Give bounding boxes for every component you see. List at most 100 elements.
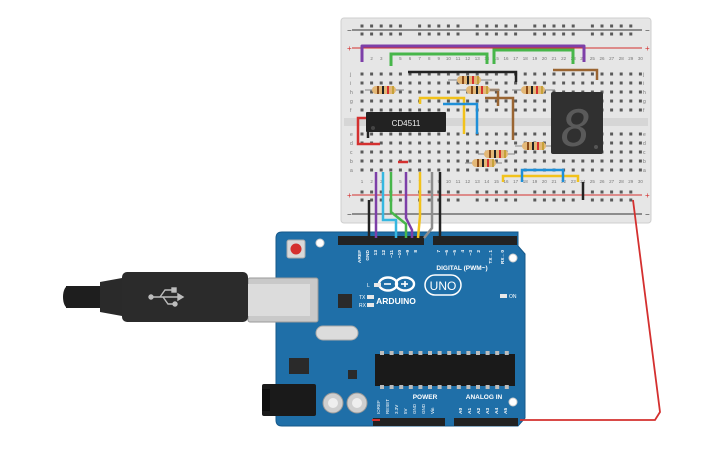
rail-hole[interactable] xyxy=(600,32,604,36)
rail-hole[interactable] xyxy=(398,198,402,202)
breadboard-hole[interactable] xyxy=(466,99,470,103)
breadboard-hole[interactable] xyxy=(427,141,431,145)
breadboard-hole[interactable] xyxy=(514,132,518,136)
breadboard-hole[interactable] xyxy=(379,141,383,145)
breadboard-hole[interactable] xyxy=(629,168,633,172)
breadboard-hole[interactable] xyxy=(610,99,614,103)
breadboard-hole[interactable] xyxy=(485,132,489,136)
rail-hole[interactable] xyxy=(360,24,364,28)
breadboard-hole[interactable] xyxy=(494,90,498,94)
rail-hole[interactable] xyxy=(504,198,508,202)
rail-hole[interactable] xyxy=(446,32,450,36)
rail-hole[interactable] xyxy=(446,24,450,28)
breadboard-hole[interactable] xyxy=(485,168,489,172)
breadboard-hole[interactable] xyxy=(629,132,633,136)
rail-hole[interactable] xyxy=(590,198,594,202)
rail-hole[interactable] xyxy=(427,198,431,202)
breadboard-hole[interactable] xyxy=(427,90,431,94)
breadboard-hole[interactable] xyxy=(466,141,470,145)
breadboard-hole[interactable] xyxy=(610,108,614,112)
rail-hole[interactable] xyxy=(485,32,489,36)
breadboard-hole[interactable] xyxy=(581,168,585,172)
breadboard-hole[interactable] xyxy=(581,72,585,76)
breadboard-hole[interactable] xyxy=(437,90,441,94)
wire-green-right[interactable] xyxy=(492,48,575,64)
rail-hole[interactable] xyxy=(437,24,441,28)
breadboard-hole[interactable] xyxy=(408,108,412,112)
breadboard-hole[interactable] xyxy=(370,168,374,172)
rail-hole[interactable] xyxy=(552,24,556,28)
breadboard-hole[interactable] xyxy=(466,72,470,76)
digital-header-left[interactable] xyxy=(338,236,424,245)
wire-gray-to-arduino[interactable] xyxy=(423,172,434,239)
breadboard-hole[interactable] xyxy=(446,99,450,103)
breadboard-hole[interactable] xyxy=(398,99,402,103)
wire-yellow-to-arduino[interactable] xyxy=(416,172,422,239)
breadboard-hole[interactable] xyxy=(610,168,614,172)
breadboard-hole[interactable] xyxy=(475,72,479,76)
breadboard-hole[interactable] xyxy=(360,168,364,172)
breadboard-hole[interactable] xyxy=(418,108,422,112)
breadboard-hole[interactable] xyxy=(475,141,479,145)
rail-hole[interactable] xyxy=(446,198,450,202)
wire-black-top[interactable] xyxy=(408,70,518,82)
rail-hole[interactable] xyxy=(590,24,594,28)
breadboard-hole[interactable] xyxy=(533,81,537,85)
breadboard-hole[interactable] xyxy=(562,159,566,163)
rail-hole[interactable] xyxy=(456,198,460,202)
breadboard-hole[interactable] xyxy=(370,81,374,85)
breadboard-hole[interactable] xyxy=(542,108,546,112)
breadboard-hole[interactable] xyxy=(475,99,479,103)
breadboard-hole[interactable] xyxy=(427,72,431,76)
wire-cyan-to-arduino[interactable] xyxy=(381,172,398,238)
rail-hole[interactable] xyxy=(629,32,633,36)
rail-hole[interactable] xyxy=(590,32,594,36)
breadboard-hole[interactable] xyxy=(466,159,470,163)
breadboard-hole[interactable] xyxy=(398,108,402,112)
breadboard-hole[interactable] xyxy=(360,150,364,154)
rail-hole[interactable] xyxy=(398,190,402,194)
breadboard-hole[interactable] xyxy=(629,90,633,94)
breadboard-hole[interactable] xyxy=(504,81,508,85)
breadboard-hole[interactable] xyxy=(523,99,527,103)
breadboard-hole[interactable] xyxy=(437,99,441,103)
breadboard-hole[interactable] xyxy=(379,99,383,103)
breadboard-hole[interactable] xyxy=(523,72,527,76)
rail-hole[interactable] xyxy=(590,190,594,194)
rail-hole[interactable] xyxy=(370,198,374,202)
wire-green-left[interactable] xyxy=(389,52,489,66)
breadboard-hole[interactable] xyxy=(629,150,633,154)
breadboard-hole[interactable] xyxy=(514,90,518,94)
breadboard-hole[interactable] xyxy=(418,72,422,76)
breadboard-hole[interactable] xyxy=(494,108,498,112)
rail-hole[interactable] xyxy=(494,190,498,194)
rail-hole[interactable] xyxy=(542,24,546,28)
rail-hole[interactable] xyxy=(533,190,537,194)
breadboard-hole[interactable] xyxy=(552,81,556,85)
breadboard-hole[interactable] xyxy=(437,72,441,76)
breadboard-hole[interactable] xyxy=(542,150,546,154)
breadboard-hole[interactable] xyxy=(446,168,450,172)
usb-cable[interactable] xyxy=(63,272,248,322)
breadboard-hole[interactable] xyxy=(379,81,383,85)
breadboard-hole[interactable] xyxy=(533,72,537,76)
rail-hole[interactable] xyxy=(475,32,479,36)
breadboard-hole[interactable] xyxy=(408,141,412,145)
rail-hole[interactable] xyxy=(389,24,393,28)
breadboard-hole[interactable] xyxy=(379,132,383,136)
breadboard-hole[interactable] xyxy=(619,81,623,85)
breadboard-hole[interactable] xyxy=(571,81,575,85)
rail-hole[interactable] xyxy=(485,190,489,194)
breadboard-hole[interactable] xyxy=(494,99,498,103)
breadboard-hole[interactable] xyxy=(619,141,623,145)
arduino-breadboard-wires[interactable] xyxy=(367,172,661,421)
breadboard-hole[interactable] xyxy=(446,90,450,94)
breadboard-hole[interactable] xyxy=(562,72,566,76)
breadboard-hole[interactable] xyxy=(360,159,364,163)
breadboard-hole[interactable] xyxy=(629,108,633,112)
breadboard-hole[interactable] xyxy=(610,90,614,94)
rail-hole[interactable] xyxy=(398,32,402,36)
rail-hole[interactable] xyxy=(504,32,508,36)
breadboard-hole[interactable] xyxy=(504,108,508,112)
breadboard-hole[interactable] xyxy=(370,132,374,136)
